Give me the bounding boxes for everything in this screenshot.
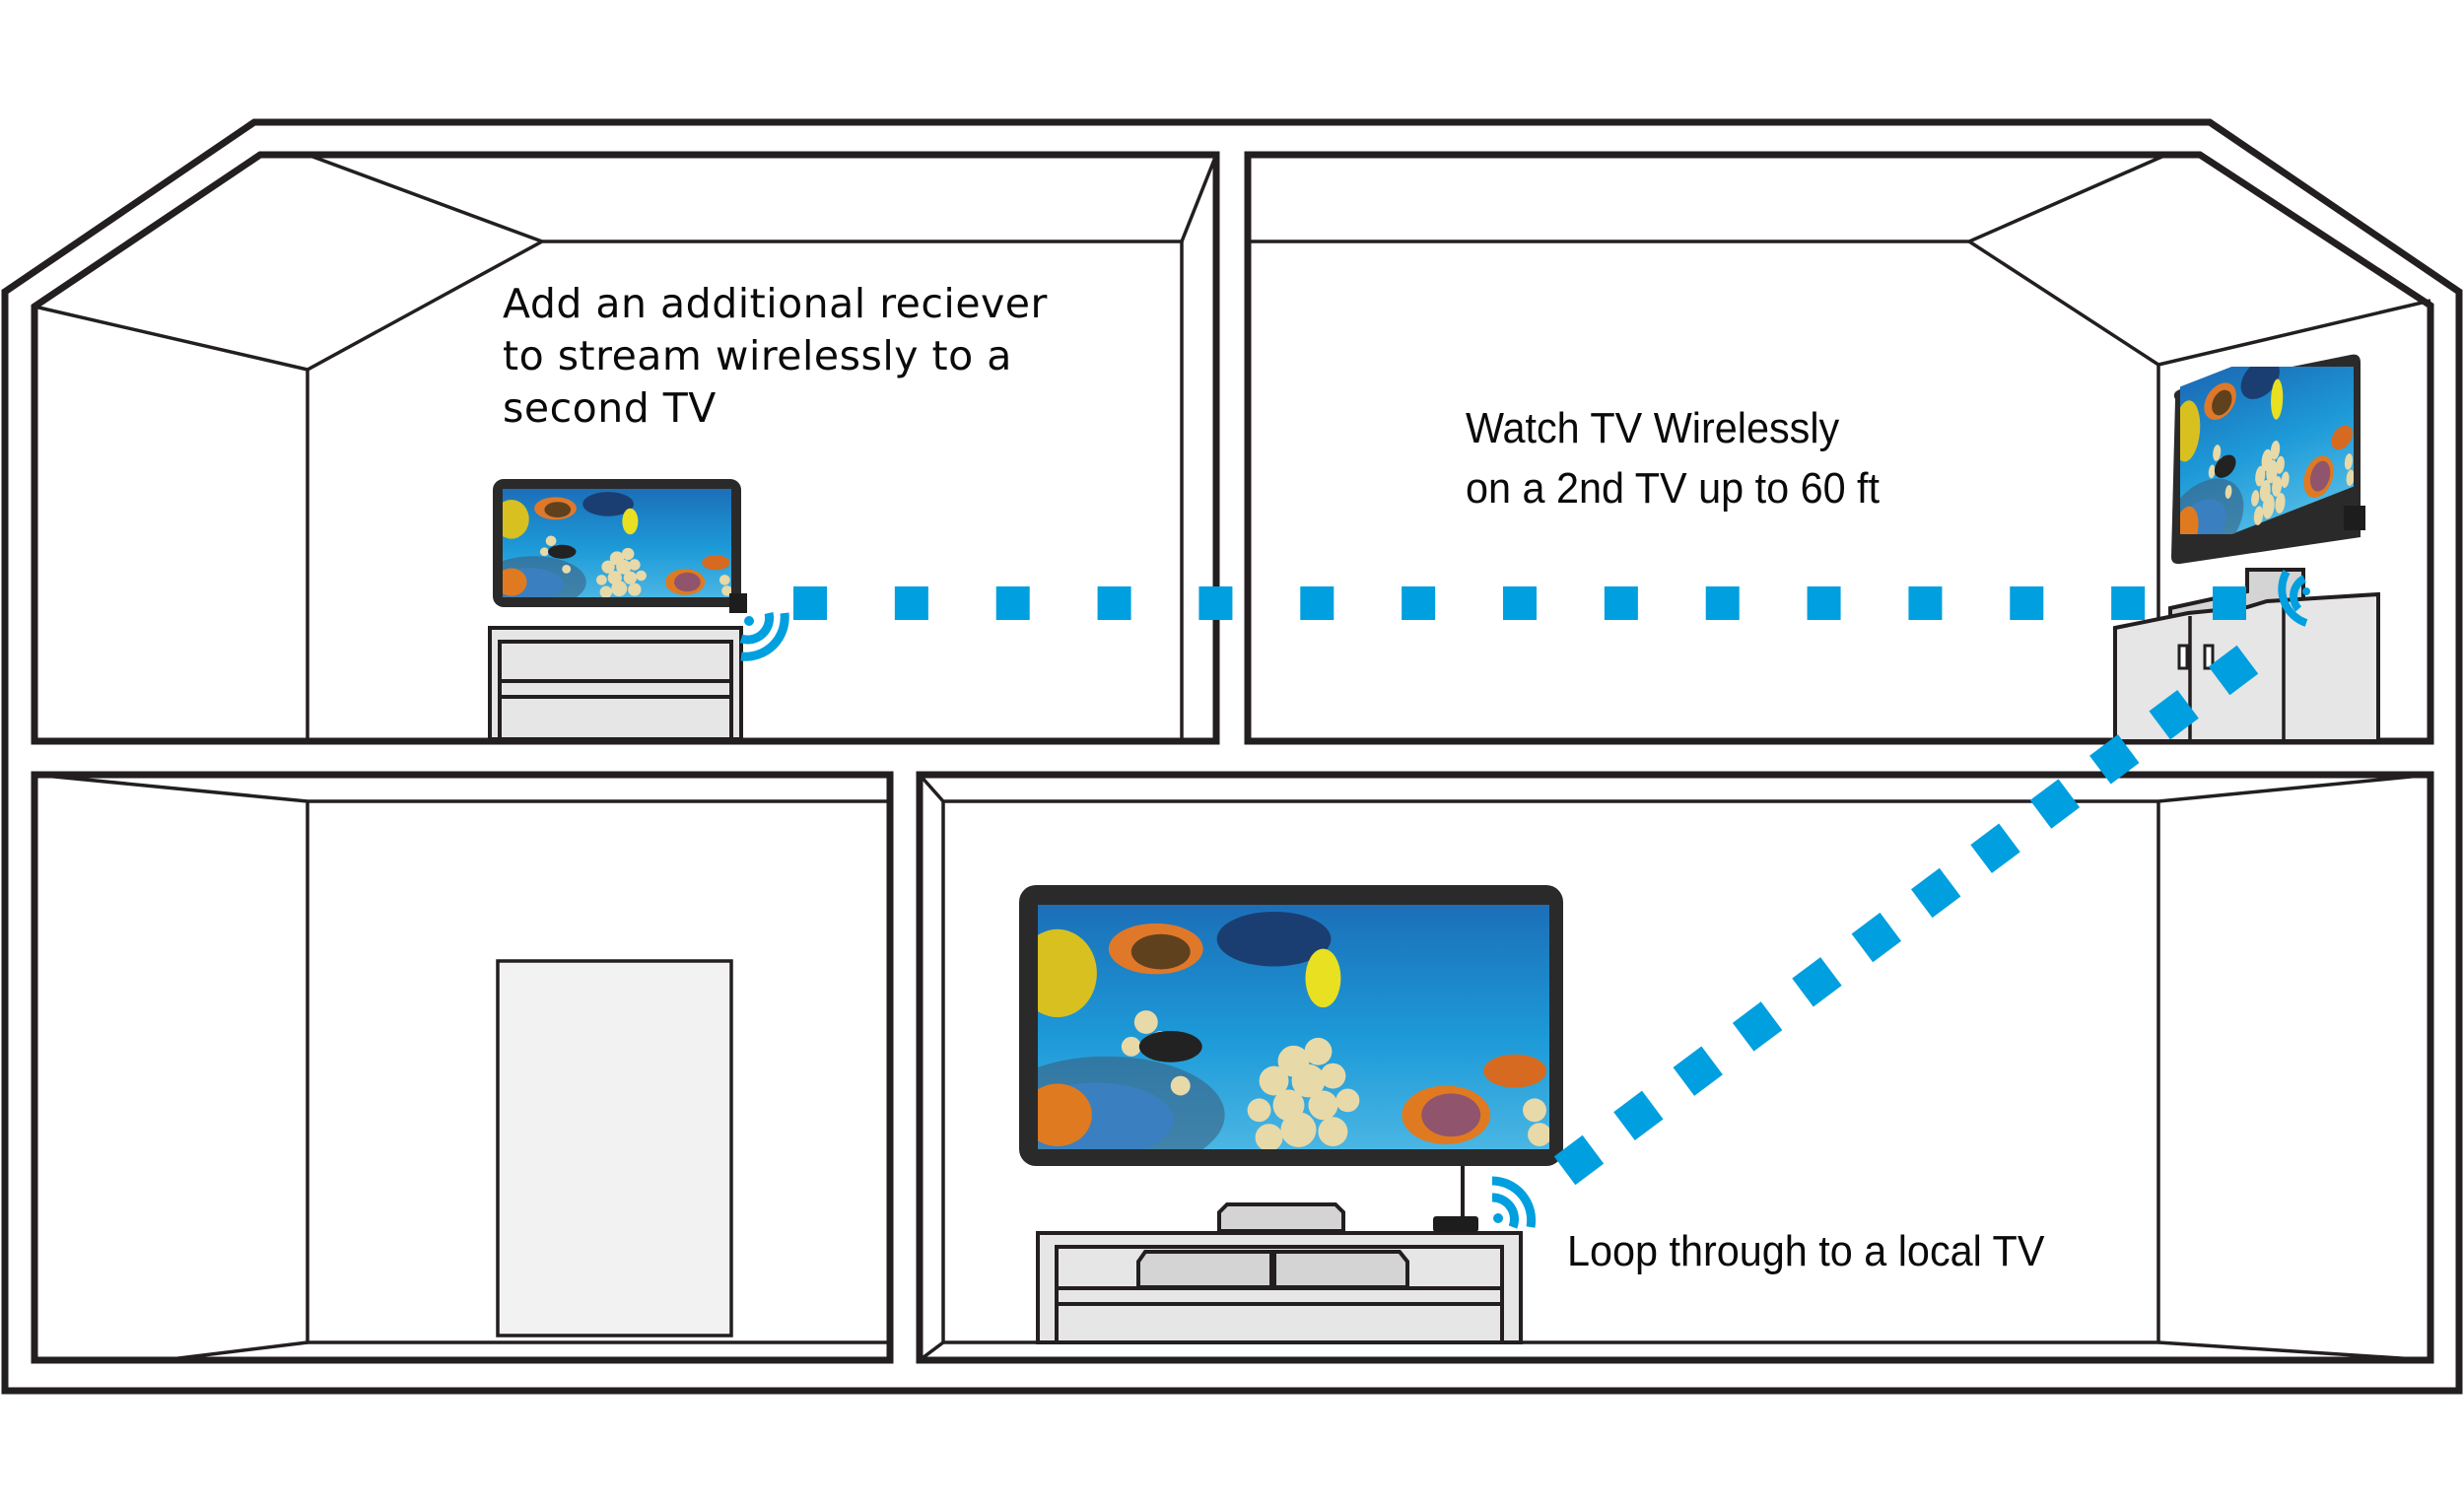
callout-line: to stream wirelessly to a — [503, 332, 1012, 379]
signal-dot — [1604, 586, 1638, 620]
soundbar — [1217, 1202, 1345, 1233]
callout-line: on a 2nd TV up to 60 ft — [1466, 464, 1881, 513]
signal-dot — [1097, 586, 1131, 620]
signal-dot — [1910, 867, 1961, 919]
wifi-signal-icon — [739, 611, 789, 661]
wall-mounted-tv — [2171, 354, 2361, 565]
signal-dot — [1851, 912, 1902, 963]
callout-line: Add an additional reciever — [503, 280, 1048, 327]
house-outer-outline — [1, 118, 2463, 1395]
callout-line: Loop through to a local TV — [1567, 1227, 2045, 1275]
tv-stand — [1036, 1231, 1523, 1344]
callout-wireless-range: Watch TV Wirelessly on a 2nd TV up to 60… — [1466, 398, 1984, 518]
signal-dot — [1908, 586, 1943, 620]
large-tv — [1019, 885, 1563, 1166]
signal-dot — [1198, 586, 1233, 620]
small-tv — [493, 479, 741, 607]
signal-dot — [2089, 734, 2140, 785]
signal-dot — [1300, 586, 1335, 620]
signal-dot — [2208, 645, 2259, 696]
signal-dot — [2111, 586, 2146, 620]
wifi-signal-icon — [1491, 1176, 1537, 1229]
signal-dot — [995, 586, 1030, 620]
callout-loop-through: Loop through to a local TV — [1567, 1224, 2044, 1279]
door — [496, 959, 733, 1338]
callout-line: Watch TV Wirelessly — [1466, 404, 1840, 452]
signal-dot — [1732, 1001, 1783, 1052]
signal-path-between-floors — [1553, 645, 2259, 1186]
signal-dot — [1673, 1046, 1723, 1096]
receiver-box-upstairs-left — [729, 593, 747, 613]
room-downstairs-left — [31, 771, 894, 1364]
signal-dot — [2029, 779, 2081, 829]
signal-dot — [1553, 1134, 1605, 1186]
signal-dot — [1792, 957, 1842, 1007]
room-upstairs-left — [31, 151, 1220, 745]
signal-dot — [2149, 689, 2199, 740]
signal-dot — [894, 586, 928, 620]
signal-dot — [2010, 586, 2044, 620]
signal-dot — [1705, 586, 1740, 620]
wifi-signal-icon — [2278, 570, 2310, 627]
signal-dot — [1807, 586, 1841, 620]
signal-dot — [1613, 1090, 1664, 1141]
signal-dot — [793, 586, 827, 620]
signal-dot — [2213, 586, 2246, 620]
dresser — [488, 626, 743, 741]
receiver-box-upstairs-right — [2344, 506, 2365, 530]
room-downstairs-right — [916, 771, 2434, 1364]
callout-additional-receiver: Add an additional reciever to stream wir… — [503, 278, 1133, 435]
signal-dot — [1970, 823, 2020, 873]
signal-dot — [1402, 586, 1436, 620]
transmitter-box — [1433, 1216, 1478, 1232]
callout-line: second TV — [503, 384, 717, 432]
signal-path-upstairs — [793, 586, 2246, 620]
signal-dot — [1503, 586, 1537, 620]
